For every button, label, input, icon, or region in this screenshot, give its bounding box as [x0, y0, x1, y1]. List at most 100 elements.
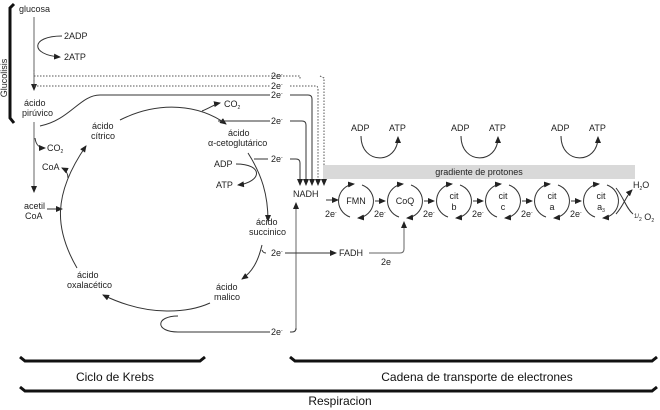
chain-adp-label-2: ADP	[451, 123, 470, 133]
chain-adp-atp-arrow-3	[560, 135, 601, 159]
e-label-7: 2e-	[271, 248, 283, 258]
pyruvate-label-1: ácido	[24, 98, 46, 108]
water-arrow	[615, 189, 633, 215]
citric-label-2: cítrico	[91, 131, 115, 141]
krebs-co2-label: CO2	[224, 99, 241, 111]
electron-line-succ-b	[290, 158, 303, 186]
carrier-right-arc	[602, 184, 619, 221]
carrier-e-label: 2e-	[472, 209, 484, 219]
acetyl-label-1: acetil	[24, 201, 45, 211]
glucose-label: glucosa	[19, 4, 50, 14]
fadh-label: FADH	[339, 248, 363, 258]
electron-line-dotted-1b	[319, 75, 327, 186]
atp-synthesis-3: ADP ATP	[551, 123, 606, 159]
akg-to-succinic-arc	[247, 152, 271, 222]
malic-label-1: ácido	[216, 282, 238, 292]
malic-to-oxalo-arc	[102, 294, 211, 312]
electron-line-pyruvate	[39, 94, 270, 127]
e-label-3: 2e-	[271, 90, 283, 100]
carrier-label: FMN	[346, 196, 366, 206]
nadh-label: NADH	[293, 189, 319, 199]
carrier-label-2: b	[451, 202, 456, 212]
krebs-co2-arrow	[201, 101, 221, 112]
e-label-1: 2e-	[271, 71, 283, 81]
proton-gradient-band	[323, 165, 635, 179]
e-label-5: 2e-	[271, 154, 283, 164]
carrier-left-arc	[534, 181, 551, 218]
krebs-bracket-label: Ciclo de Krebs	[76, 370, 154, 384]
carrier-left-arc	[387, 181, 404, 218]
carrier-label-1: cit	[548, 191, 557, 201]
e-label-4: 2e-	[271, 116, 283, 126]
water-label: H2O	[633, 180, 649, 192]
krebs-adp-label: ADP	[214, 159, 233, 169]
carrier-chain: FMN2e-CoQ2e-citb2e-citc2e-cita2e-cita32e…	[325, 181, 619, 221]
succinic-to-malic-arc	[241, 244, 263, 280]
respiration-bracket	[19, 385, 658, 393]
acetyl-label-2: CoA	[25, 211, 43, 221]
carrier-left-arc	[338, 181, 355, 218]
carrier-label-2: a	[549, 202, 554, 212]
glycolysis-adp-label: 2ADP	[64, 31, 88, 41]
chain-adp-label-1: ADP	[351, 123, 370, 133]
coa-release-arrow	[61, 167, 69, 179]
electron-line-malic-b	[290, 327, 297, 333]
chain-adp-atp-arrow-2	[460, 135, 501, 159]
electron-line-dotted-1	[33, 70, 301, 80]
carrier-label-1: cit	[597, 191, 606, 201]
chain-atp-label-3: ATP	[589, 123, 606, 133]
succ-tick	[261, 249, 267, 254]
citric-to-akg-arc	[119, 106, 227, 125]
carrier-right-arc	[553, 184, 570, 221]
oxalo-label-1: ácido	[77, 270, 99, 280]
atp-synthesis-1: ADP ATP	[351, 123, 406, 159]
carrier-left-arc	[583, 181, 600, 218]
chain-atp-label-1: ATP	[389, 123, 406, 133]
fadh-to-coq-arrow	[369, 221, 407, 254]
glycolysis-atp-label: 2ATP	[64, 52, 86, 62]
carrier-right-arc	[504, 184, 521, 221]
carrier-coq: CoQ 2e-	[374, 181, 435, 221]
krebs-atp-label: ATP	[216, 180, 233, 190]
malic-label-2: malico	[214, 292, 240, 302]
co2-release-arrow	[34, 137, 46, 151]
carrier-label: CoQ	[396, 196, 415, 206]
krebs-adp-atp-arrow	[235, 163, 257, 188]
succinic-label-1: ácido	[256, 217, 278, 227]
chain-adp-atp-arrow-1	[360, 135, 401, 159]
electron-line-akg-b	[290, 120, 309, 186]
krebs-bracket	[19, 355, 206, 363]
carrier-left-arc	[485, 181, 502, 218]
etc-bracket-label: Cadena de transporte de electrones	[381, 370, 572, 384]
chain-adp-label-3: ADP	[551, 123, 570, 133]
oxygen-line	[615, 187, 634, 215]
carrier-right-arc	[406, 184, 423, 221]
carrier-right-arc	[455, 184, 472, 221]
adp-atp-arrow	[37, 35, 63, 60]
atp-synthesis-2: ADP ATP	[451, 123, 506, 159]
akg-label-1: ácido	[228, 128, 250, 138]
carrier-label-1: cit	[499, 191, 508, 201]
carrier-right-arc	[357, 184, 374, 221]
fadh-e-label: 2e	[381, 257, 391, 267]
electron-line-dotted-2	[33, 80, 270, 87]
oxalo-label-2: oxalacético	[67, 280, 112, 290]
chain-atp-label-2: ATP	[489, 123, 506, 133]
e-label-6: 2e-	[271, 327, 283, 337]
carrier-label-2: a3	[597, 202, 605, 214]
carrier-e-label: 2e-	[423, 209, 435, 219]
respiration-bracket-label: Respiracion	[308, 394, 371, 408]
glycolysis-co2-label: CO2	[47, 143, 64, 155]
carrier-label-2: c	[501, 202, 506, 212]
oxalo-to-citric-arc	[60, 145, 87, 269]
glycolysis-bracket	[8, 2, 16, 124]
electron-line-malic	[160, 315, 270, 333]
etc-bracket	[289, 355, 658, 363]
electron-line-dotted-2b	[290, 85, 321, 186]
